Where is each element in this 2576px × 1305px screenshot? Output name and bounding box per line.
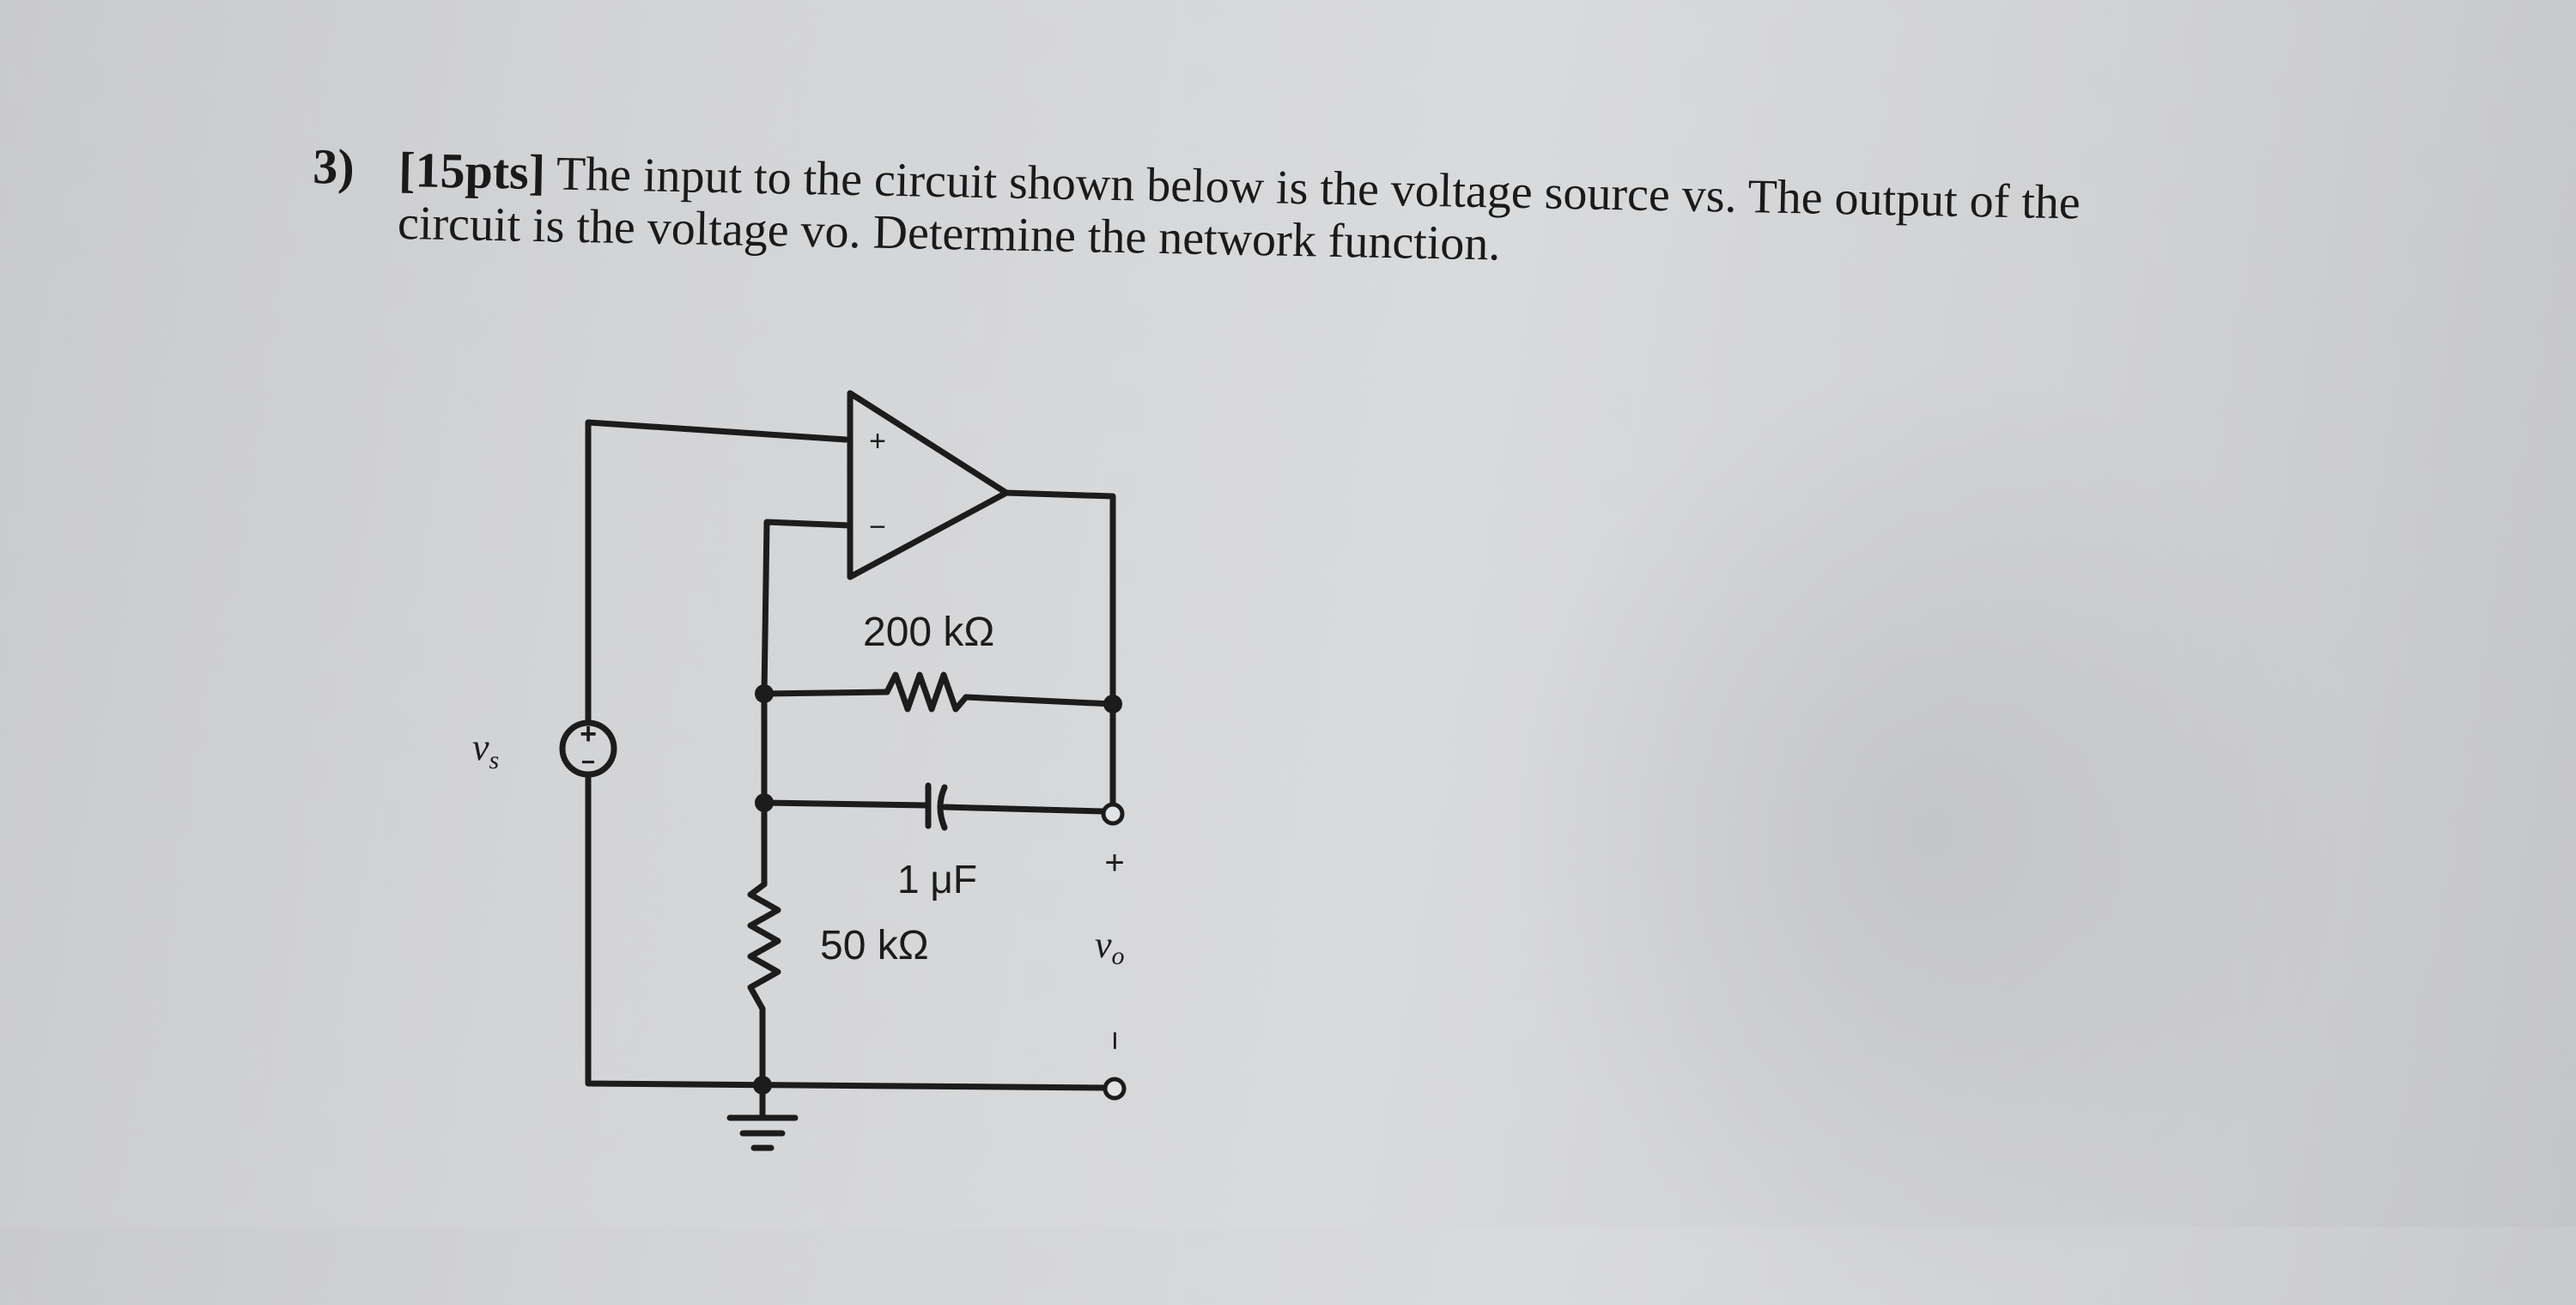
opamp-plus-sign: +	[869, 425, 886, 458]
output-plus-sign: +	[1104, 844, 1124, 882]
label-1uf: 1 μF	[897, 857, 977, 901]
circuit-diagram: + − vs + − 200 kΩ 1 μF 50 kΩ + vo −	[472, 390, 1133, 1151]
label-200k: 200 kΩ	[863, 610, 994, 655]
page-shadow	[1503, 361, 2361, 1305]
wire-plus-input	[585, 419, 849, 726]
capacitor-plate-right	[937, 784, 948, 831]
wire-minus-input	[761, 519, 854, 697]
resistor-200k-zigzag	[884, 671, 969, 713]
output-terminal-bottom	[1103, 1077, 1127, 1101]
junction-dot	[1103, 695, 1122, 713]
output-minus-sign: −	[1096, 1030, 1133, 1050]
source-label: vs	[472, 726, 499, 774]
junction-dot	[753, 1076, 772, 1095]
opamp-triangle	[847, 390, 1010, 580]
wire-200k-right	[963, 694, 1116, 707]
output-terminal-top	[1101, 802, 1125, 826]
wire-output	[1003, 489, 1116, 707]
resistor-50k-zigzag	[747, 881, 781, 1012]
output-label: vo	[1095, 924, 1125, 970]
voltage-source	[559, 719, 617, 778]
junction-dot	[755, 684, 774, 703]
source-minus-sign: −	[581, 749, 595, 775]
opamp-minus-sign: −	[869, 511, 886, 543]
junction-dot	[755, 793, 774, 812]
wire-source-ground	[585, 771, 1111, 1091]
wire-cap-left	[761, 799, 931, 809]
source-plus-sign: +	[580, 718, 597, 750]
wire-200k-left	[761, 689, 890, 697]
wire-cap-right	[941, 804, 1107, 815]
label-50k: 50 kΩ	[820, 923, 929, 968]
